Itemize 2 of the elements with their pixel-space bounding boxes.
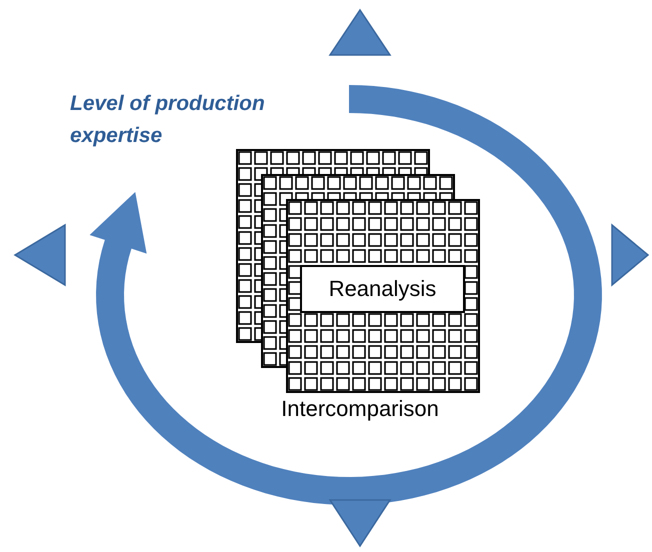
axis-caption: Level of production expertise: [70, 91, 266, 148]
process-box: Reanalysis: [300, 265, 465, 313]
